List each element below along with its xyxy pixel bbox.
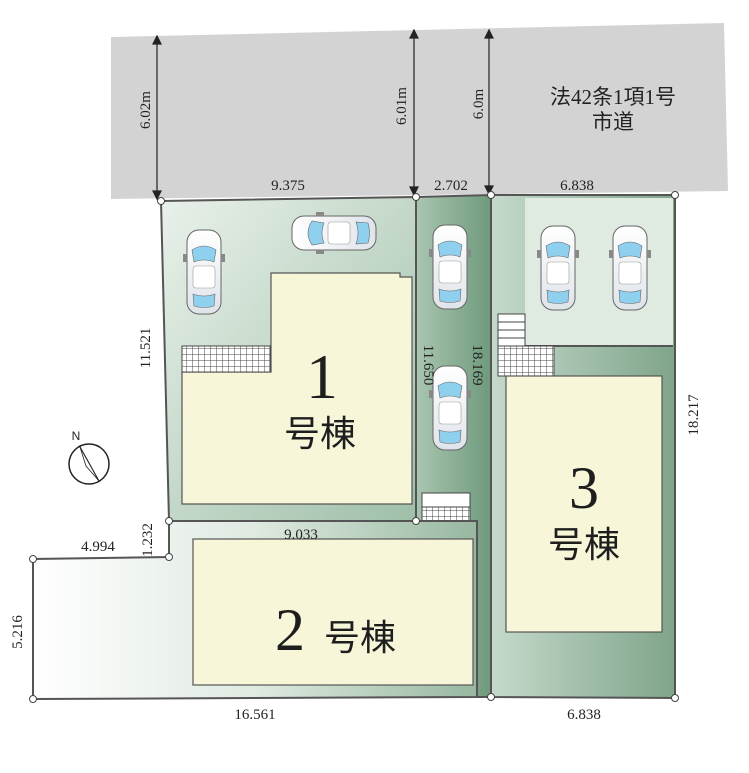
car-icon [608,225,652,311]
road-width-middle: 6.01m [394,87,410,125]
building-2-label: 号棟 [324,618,396,658]
building-2-number: 2 [275,597,305,663]
lot-3-front-dim: 6.838 [560,178,594,194]
building-2 [192,538,474,686]
building-1-number: 1 [306,341,338,412]
road-name: 法42条1項1号 [550,85,676,109]
building-3 [505,375,663,633]
compass-label: N [72,429,81,443]
road-width-arrow-left [152,34,162,201]
building-3-number: 3 [569,455,599,521]
passage-left-dim: 11.650 [420,345,436,386]
car-icon [428,224,472,310]
lot-2-rear-dim: 16.561 [234,707,275,723]
lot-2-left-top-dim: 4.994 [81,539,115,555]
lot-1-side-dim: 11.521 [138,328,154,369]
road-type: 市道 [592,110,634,134]
car-icon [182,229,226,315]
lot-3-rear-dim: 6.838 [567,707,601,723]
passage-front-dim: 2.702 [434,178,468,194]
lot-3-side-dim: 18.217 [686,394,702,436]
road [111,23,728,199]
north-arrow-icon [68,443,110,485]
lot-2-top-dim: 9.033 [284,527,318,543]
passage-step [421,492,471,508]
lot-2-step-dim: 1.232 [140,523,156,557]
road-width-right: 6.0m [471,88,487,119]
road-width-left: 6.02m [138,91,154,129]
car-icon [291,211,377,255]
car-icon [536,225,580,311]
lot-1-front-dim: 9.375 [271,178,305,194]
lot-1-terrace [181,345,271,373]
road-width-arrow-middle [409,28,419,197]
passage-right-dim: 18.169 [469,344,485,385]
lot-2-left-dim: 5.216 [10,615,26,649]
building-1-label: 号棟 [284,414,356,454]
road-width-arrow-right [484,28,494,196]
boundary-markers [29,191,679,703]
building-3-label: 号棟 [548,525,620,565]
lot-3-terrace [497,345,555,377]
